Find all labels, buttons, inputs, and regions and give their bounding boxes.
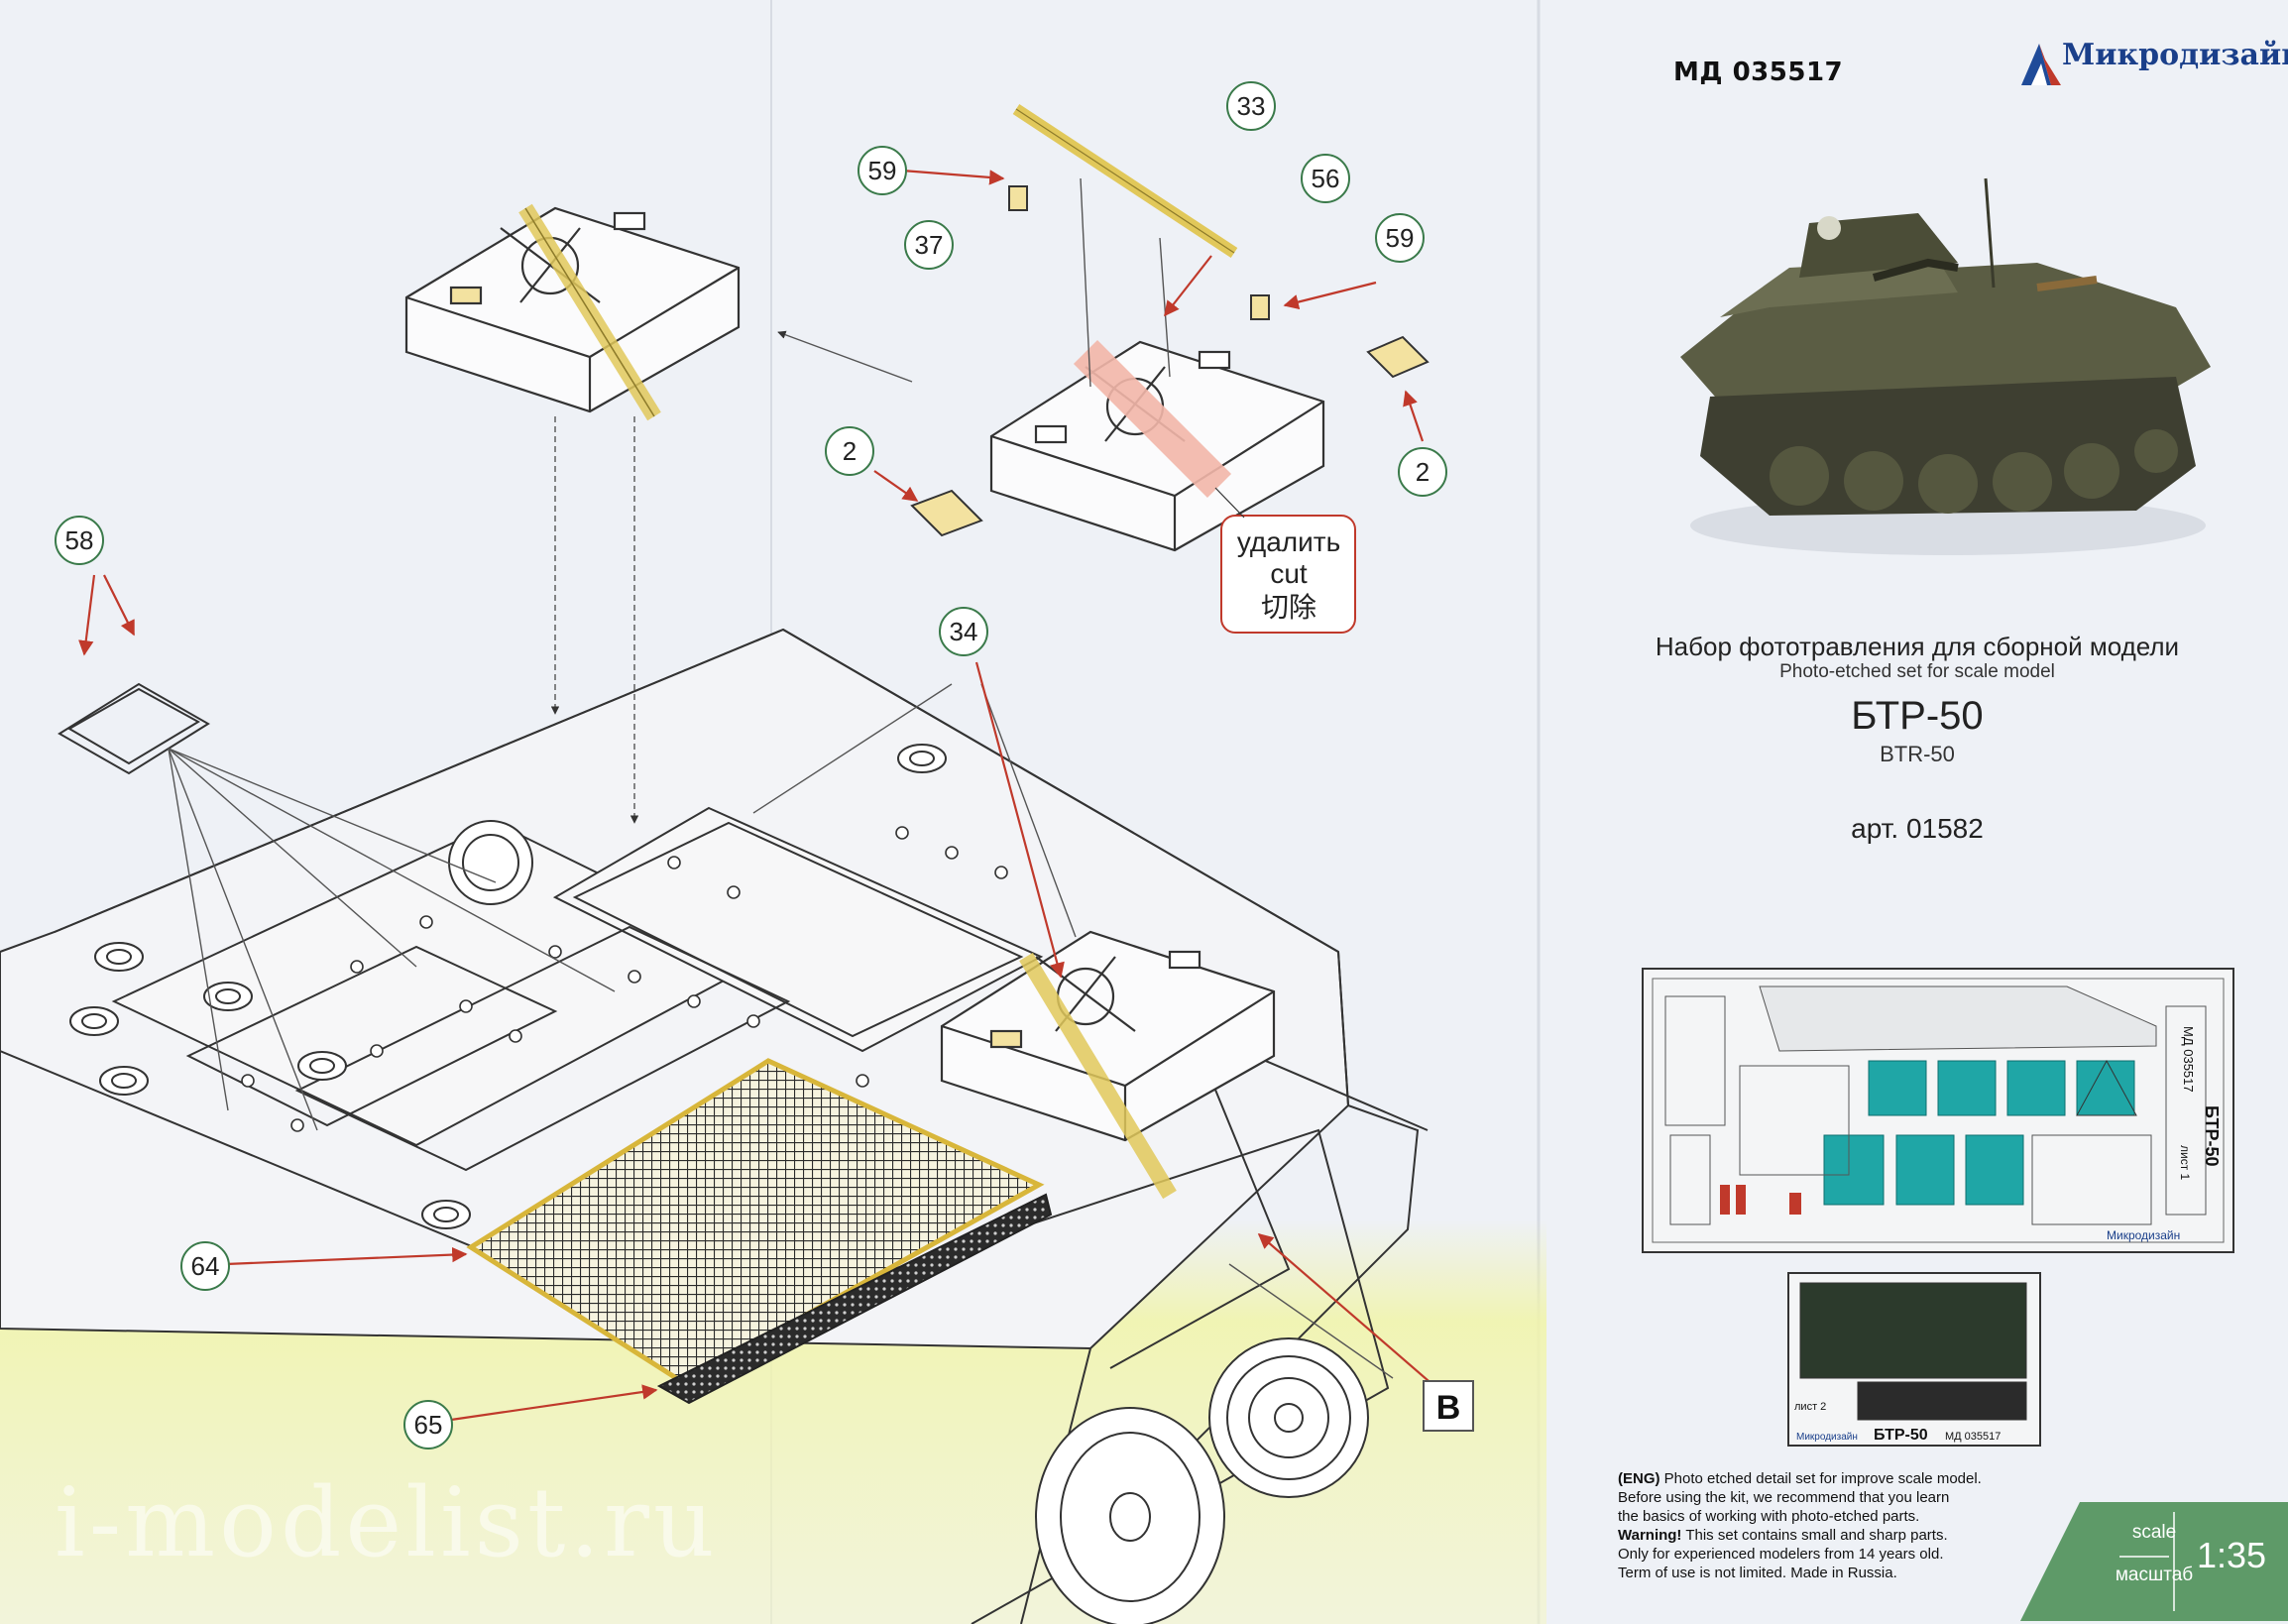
fret-sheet-1-code: МД 035517	[2181, 1026, 2196, 1093]
callout-37-label: 37	[915, 230, 944, 260]
fret-sheet-2: лист 2 БТР-50 МД 035517 Микродизайн	[1787, 1272, 2041, 1447]
fuel-tank-lower	[940, 930, 1276, 1200]
fret-sheet-1-model: БТР-50	[2202, 1105, 2222, 1167]
cut-note-ru: удалить	[1237, 526, 1340, 557]
cut-note: удалить cut 切除	[1214, 487, 1356, 634]
usage-notice: (ENG) Photo etched detail set for improv…	[1618, 1469, 2054, 1582]
vehicle-photo	[1680, 177, 2211, 555]
callout-34-label: 34	[950, 617, 978, 646]
engine-grille-64	[466, 1058, 1045, 1386]
brand-logo-icon	[2021, 44, 2061, 85]
handle-2-left	[910, 489, 983, 537]
product-title-ru: Набор фототравления для сборной модели	[1655, 632, 2180, 661]
callout-64-label: 64	[191, 1251, 220, 1281]
callout-59-left-label: 59	[868, 156, 897, 185]
callout-56-label: 56	[1312, 164, 1340, 193]
callout-59-left: 59	[858, 146, 907, 195]
callout-2-right: 2	[1398, 447, 1447, 497]
view-label-b-text: B	[1436, 1389, 1461, 1427]
cut-note-cn: 切除	[1261, 592, 1316, 623]
article-number: арт. 01582	[1851, 813, 1984, 844]
scale-label-en: scale	[2131, 1522, 2177, 1543]
product-code: МД 035517	[1673, 58, 1844, 87]
callout-33: 33	[1226, 81, 1276, 131]
handle-2-right	[1366, 335, 1430, 379]
callout-34: 34	[939, 607, 988, 656]
fuel-tank-upper	[404, 203, 741, 421]
hull	[0, 628, 1429, 1624]
callout-58-label: 58	[65, 525, 94, 555]
fuel-tank-center	[989, 339, 1325, 552]
notice-line-4: This set contains small and sharp parts.	[1685, 1527, 1948, 1544]
notice-line-1: Photo etched detail set for improve scal…	[1663, 1470, 1982, 1487]
bracket-59	[1250, 294, 1270, 320]
fret-sheet-2-model: БТР-50	[1874, 1427, 1928, 1444]
engine-grille-65	[656, 1193, 1053, 1405]
cut-note-en: cut	[1270, 558, 1308, 589]
fret-sheet-2-label: лист 2	[1794, 1401, 1826, 1413]
callout-59-right: 59	[1375, 213, 1425, 263]
fret-sheet-1: МД 035517 БТР-50 лист 1 Микродизайн	[1642, 968, 2234, 1253]
bracket-37	[1008, 185, 1028, 211]
notice-line-2: Before using the kit, we recommend that …	[1618, 1489, 1950, 1506]
scale-label-ru: масштаб	[2115, 1565, 2194, 1585]
view-label-b: B	[1423, 1380, 1474, 1432]
notice-eng-tag: (ENG)	[1618, 1470, 1660, 1487]
callout-37: 37	[904, 220, 954, 270]
brand-name: Микродизайн	[2062, 38, 2288, 72]
model-name-en: BTR-50	[1880, 742, 1955, 766]
callout-2-right-label: 2	[1416, 457, 1430, 487]
notice-warning-tag: Warning!	[1618, 1527, 1682, 1544]
callout-56: 56	[1301, 154, 1350, 203]
callout-2-left: 2	[825, 426, 874, 476]
notice-line-3: the basics of working with photo-etched …	[1618, 1508, 1920, 1525]
watermark: i-modelist.ru	[55, 1467, 719, 1578]
fret-sheet-1-label: лист 1	[2178, 1145, 2192, 1181]
callout-64: 64	[180, 1241, 230, 1291]
assembly-drawing: 58 59 37 33 56 59 2 2	[0, 0, 1546, 1624]
scale-badge	[2020, 1502, 2288, 1621]
fret-sheet-2-code: МД 035517	[1945, 1431, 2001, 1443]
wire-handle-58	[57, 682, 210, 775]
callout-33-label: 33	[1237, 91, 1266, 121]
cut-strap	[1073, 339, 1232, 499]
sprocket-wheel	[1208, 1337, 1369, 1498]
road-wheel	[1035, 1407, 1225, 1624]
notice-line-6: Term of use is not limited. Made in Russ…	[1618, 1565, 1897, 1581]
fret-sheet-1-brand: Микродизайн	[2107, 1228, 2180, 1242]
scale-value: 1:35	[2197, 1535, 2267, 1575]
fret-sheet-2-brand: Микродизайн	[1796, 1432, 1858, 1443]
cover-panel: МД 035517 Микродизайн Набор фототравлени…	[1546, 0, 2288, 1624]
callout-65: 65	[403, 1400, 453, 1450]
notice-line-5: Only for experienced modelers from 14 ye…	[1618, 1546, 1944, 1563]
callout-59-right-label: 59	[1386, 223, 1415, 253]
model-name-ru: БТР-50	[1851, 694, 1984, 738]
callout-58: 58	[55, 516, 104, 565]
callout-2-left-label: 2	[843, 436, 857, 466]
callout-65-label: 65	[414, 1410, 443, 1440]
product-title-en: Photo-etched set for scale model	[1779, 661, 2055, 682]
